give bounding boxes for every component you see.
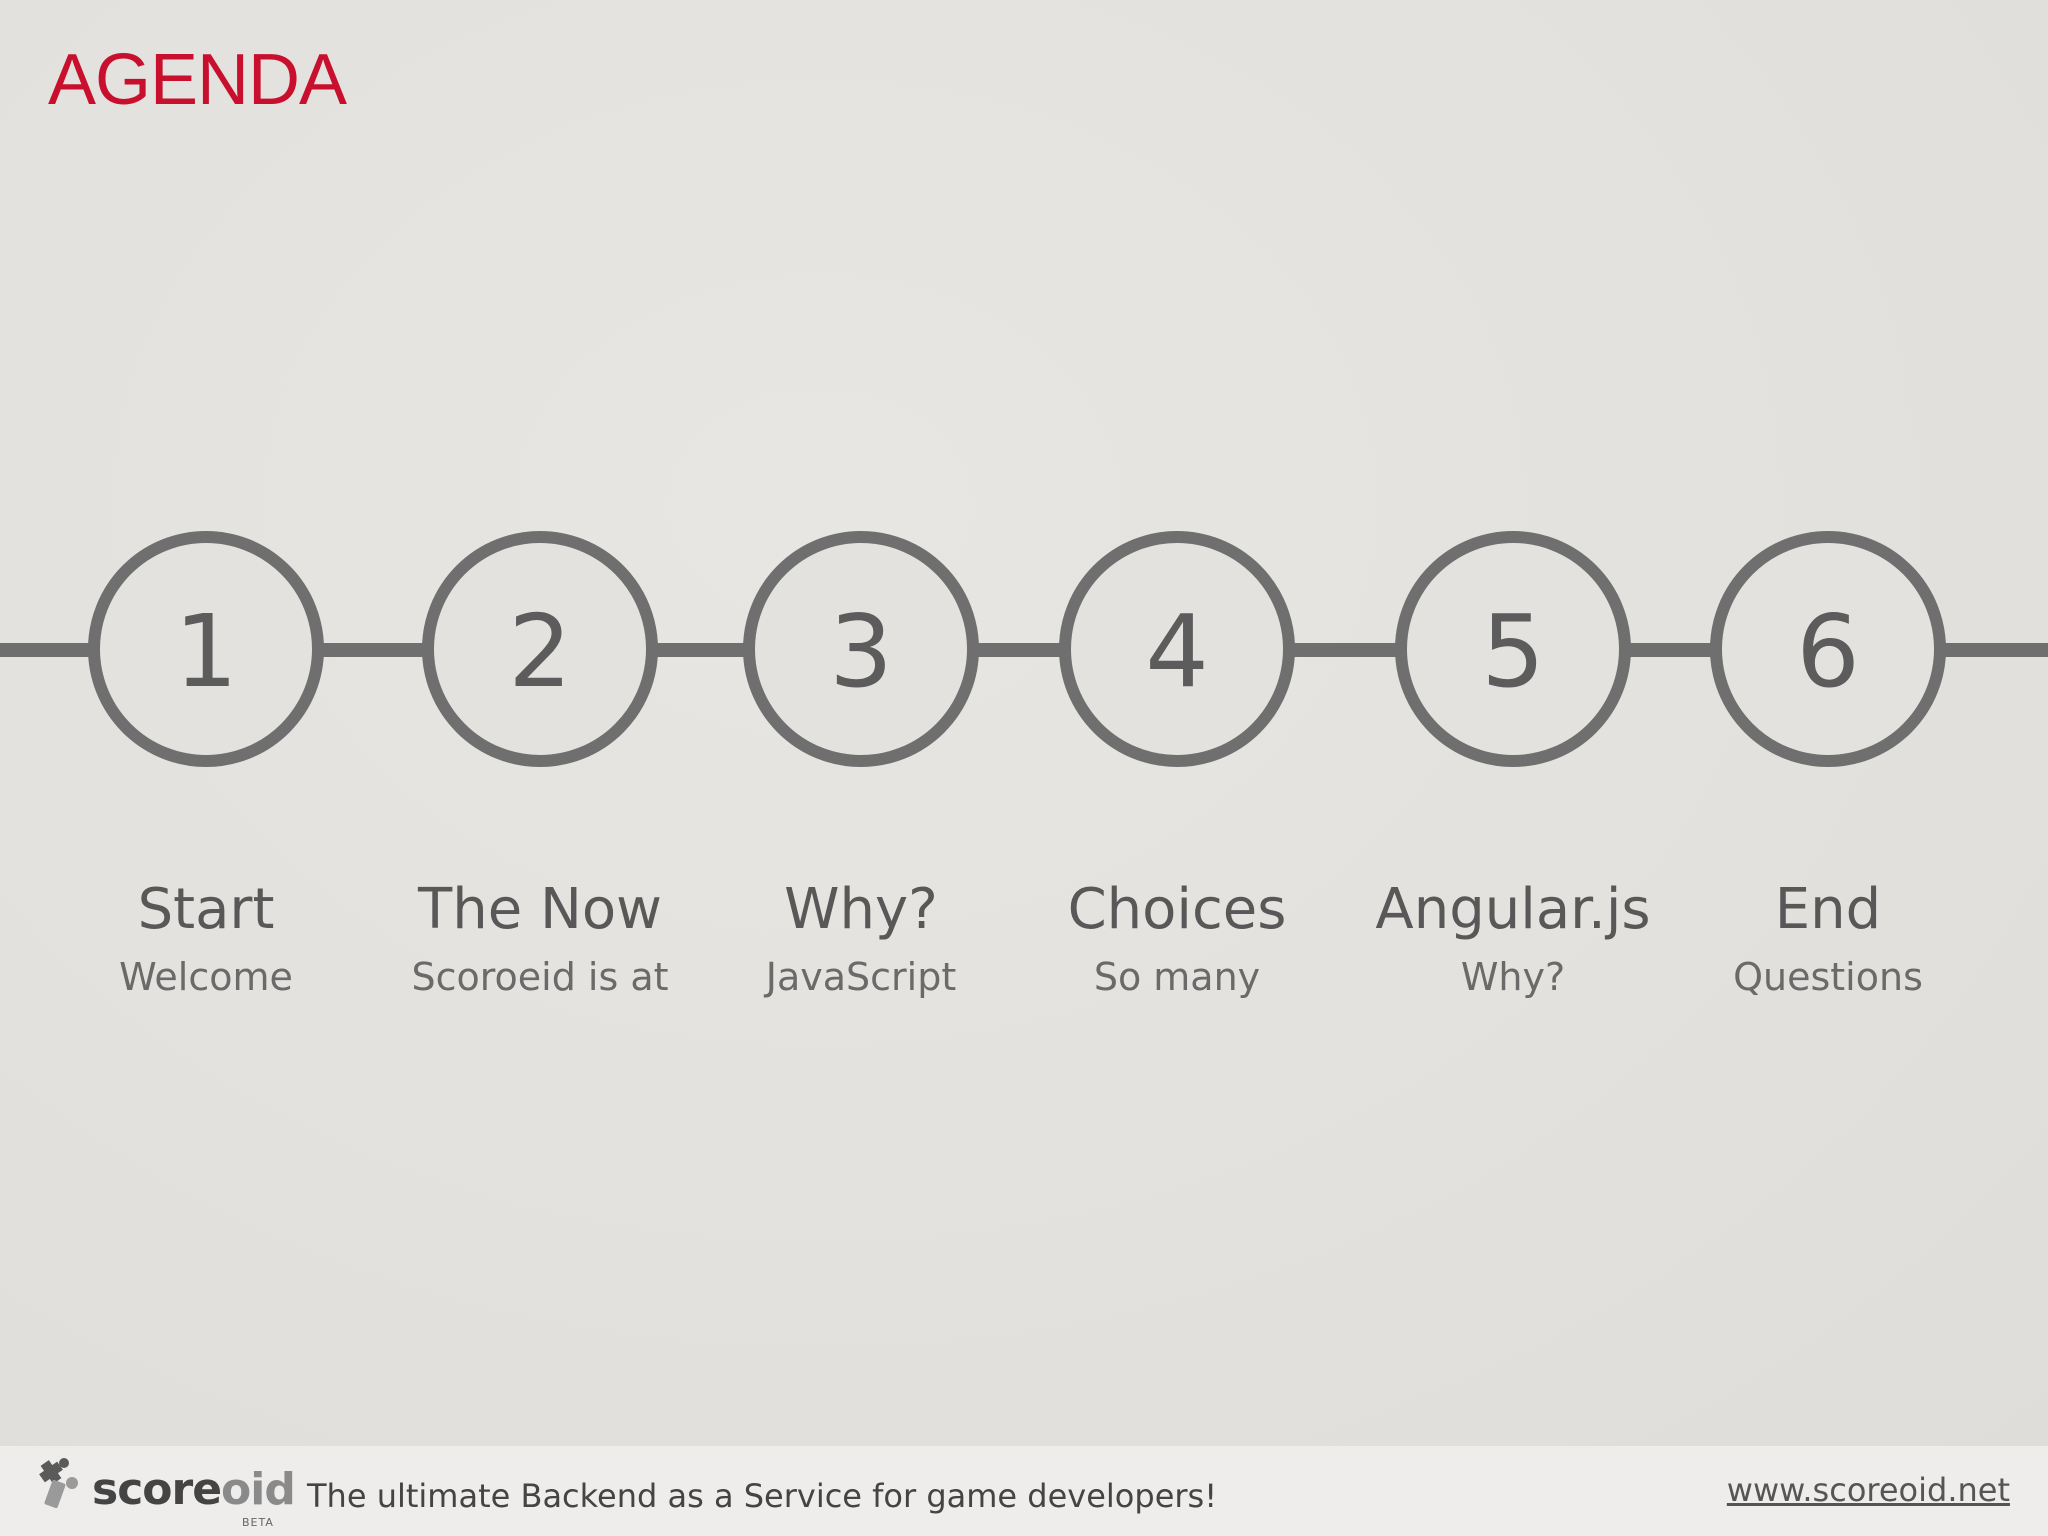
slide: AGENDA 1 Start Welcome 2 The Now Scoroei… [0, 0, 2048, 1446]
logo-main: score [92, 1464, 222, 1515]
step-subtitle: JavaScript [765, 955, 957, 999]
step-label: Why? [784, 877, 938, 942]
step-label: Choices [1067, 877, 1287, 942]
slide-title: AGENDA [48, 40, 347, 120]
step-subtitle: Why? [1460, 955, 1566, 999]
step-subtitle: Questions [1733, 955, 1923, 999]
step-number: 5 [1481, 593, 1545, 710]
scoreoid-logo: scoreoid [92, 1468, 296, 1512]
footer-tagline: The ultimate Backend as a Service for ga… [307, 1477, 1218, 1515]
step-circle: 4 [1059, 531, 1295, 767]
step-number: 2 [508, 593, 572, 710]
website-link[interactable]: www.scoreoid.net [1726, 1471, 2010, 1509]
step-number: 3 [829, 593, 893, 710]
step-circle: 6 [1710, 531, 1946, 767]
footer-bar [0, 1446, 2048, 1536]
step-number: 1 [174, 593, 238, 710]
scoreoid-puzzle-icon [39, 1458, 78, 1509]
step-label: Start [137, 877, 275, 942]
step-subtitle: Scoroeid is at [411, 955, 669, 999]
step-label: Angular.js [1375, 877, 1651, 942]
step-circle: 3 [743, 531, 979, 767]
step-circle: 5 [1395, 531, 1631, 767]
logo-accent: oid [221, 1464, 296, 1515]
step-circle: 2 [422, 531, 658, 767]
step-label: End [1774, 877, 1882, 942]
step-circle: 1 [88, 531, 324, 767]
step-subtitle: Welcome [119, 955, 293, 999]
step-number: 6 [1796, 593, 1860, 710]
step-number: 4 [1145, 593, 1209, 710]
beta-badge: BETA [242, 1516, 274, 1529]
step-subtitle: So many [1093, 955, 1261, 999]
step-label: The Now [418, 877, 662, 942]
